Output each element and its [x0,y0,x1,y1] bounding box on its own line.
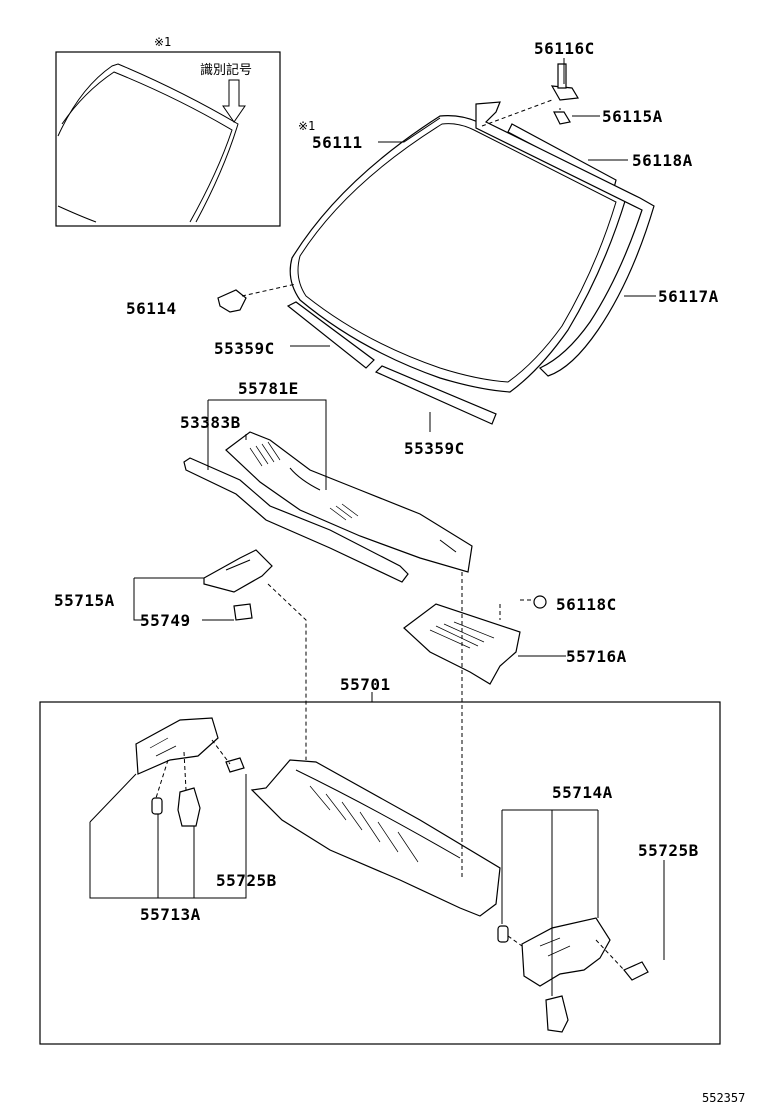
lower-moulding-55359C-right [374,365,497,425]
label-55715A: 55715A [54,591,115,610]
clip-56118C [533,595,547,609]
moulding-56117A [475,101,655,377]
label-55359C-right: 55359C [404,439,465,458]
label-55781E: 55781E [238,379,299,398]
bracket-55749 [233,603,253,621]
inset-id-mark-label: 識別記号 [200,62,252,78]
inset-frame [55,51,281,227]
lower-moulding-55359C-left [286,301,375,369]
label-55725B-left: 55725B [216,871,277,890]
left-bracket-assembly [135,717,219,775]
label-55714A: 55714A [552,783,613,802]
label-55716A: 55716A [566,647,627,666]
dashed-guides [155,99,625,971]
label-55701: 55701 [340,675,391,694]
label-56116C: 56116C [534,39,595,58]
bracket-56114 [217,289,247,313]
leader-lines [89,58,665,996]
windshield-glass [289,115,627,393]
label-56111: 56111 [312,133,363,152]
label-56117A: 56117A [658,287,719,306]
right-part-55714A-a [497,925,509,943]
inset-glass-inner [61,71,233,223]
left-part-55713A-b [177,787,201,827]
label-53383B: 53383B [180,413,241,432]
marker-windshield: ※1 [298,119,315,133]
part-labels: 56116C 56115A ※1 56111 56118A 56117A 561… [54,39,719,924]
label-56118A: 56118A [632,151,693,170]
clip-56115A [553,111,571,125]
cowl-panel-55701 [250,759,501,917]
bracket-55715A [203,549,273,593]
label-56114: 56114 [126,299,177,318]
right-bracket-assembly [521,917,611,987]
inset-detail: ※1 識別記号 [55,35,281,227]
left-part-55713A-a [151,797,163,815]
label-56118C: 56118C [556,595,617,614]
inset-glass-outer [57,63,239,223]
label-55749: 55749 [140,611,191,630]
label-56115A: 56115A [602,107,663,126]
diagram-id: 552357 [702,1091,745,1105]
seal-53383B [183,457,409,583]
inset-marker: ※1 [154,35,171,49]
cowl-louver-55781E [225,431,473,573]
right-clip-55725B [623,961,649,981]
label-55713A: 55713A [140,905,201,924]
down-arrow-icon [222,79,246,123]
left-clip-55725B [225,757,245,773]
inset-glass-edge [57,205,97,223]
top-bracket-56116C [550,63,579,101]
label-55725B-right: 55725B [638,841,699,860]
label-55359C-left: 55359C [214,339,275,358]
right-part-55714A-b [545,995,569,1033]
assembly-frame-55701 [39,701,721,1045]
